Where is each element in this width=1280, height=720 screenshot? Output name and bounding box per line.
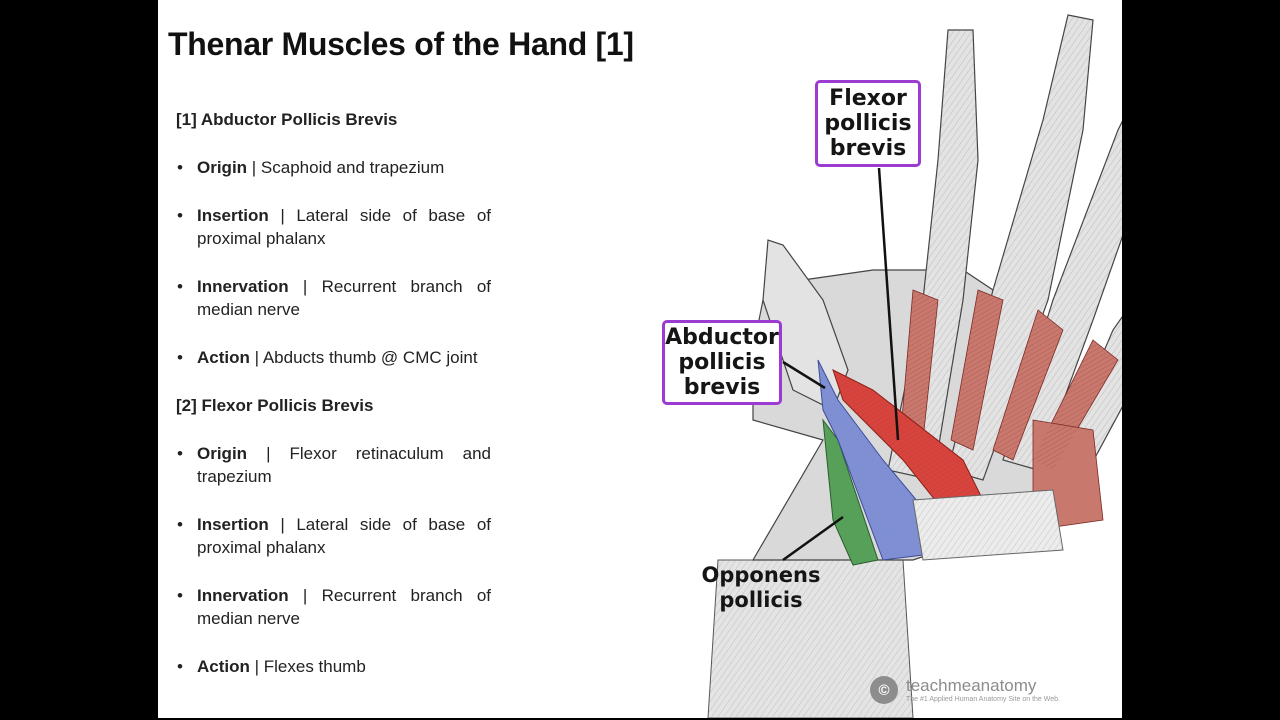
list-item: Action | Flexes thumb bbox=[176, 655, 491, 678]
list-item: Insertion | Lateral side of base of prox… bbox=[176, 513, 491, 559]
section-heading-abductor: [1] Abductor Pollicis Brevis bbox=[176, 110, 398, 129]
abductor-list: Origin | Scaphoid and trapezium Insertio… bbox=[176, 156, 491, 369]
label-line: brevis bbox=[683, 375, 761, 400]
label-line: Opponens bbox=[701, 563, 821, 587]
item-term: Innervation bbox=[197, 277, 289, 296]
list-item: Origin | Flexor retinaculum and trapeziu… bbox=[176, 442, 491, 488]
watermark-text: teachmeanatomy The #1 Applied Human Anat… bbox=[906, 675, 1060, 704]
item-term: Origin bbox=[197, 158, 248, 177]
list-item: Insertion | Lateral side of base of prox… bbox=[176, 204, 491, 250]
list-item: Innervation | Recurrent branch of median… bbox=[176, 275, 491, 321]
thumb bbox=[762, 239, 849, 411]
item-text: | Recurrent branch of median nerve bbox=[197, 586, 491, 628]
label-line: brevis bbox=[829, 136, 907, 161]
label-flexor-pollicis-brevis: Flexor pollicis brevis bbox=[815, 80, 921, 167]
list-item: Innervation | Recurrent branch of median… bbox=[176, 584, 491, 630]
item-text: | Lateral side of base of proximal phala… bbox=[197, 206, 491, 248]
label-abductor-pollicis-brevis: Abductor pollicis brevis bbox=[662, 320, 782, 405]
watermark: © teachmeanatomy The #1 Applied Human An… bbox=[870, 676, 1060, 704]
label-line: pollicis bbox=[678, 350, 766, 375]
apb-pointer-line bbox=[782, 360, 826, 390]
item-term: Action bbox=[197, 348, 250, 367]
slide-title: Thenar Muscles of the Hand [1] bbox=[168, 26, 634, 62]
list-item: Origin | Scaphoid and trapezium bbox=[176, 156, 491, 179]
op-pointer-line bbox=[782, 515, 844, 562]
flexor-list: Origin | Flexor retinaculum and trapeziu… bbox=[176, 442, 491, 678]
item-term: Insertion bbox=[197, 206, 269, 225]
item-text: | Abducts thumb @ CMC joint bbox=[249, 348, 478, 367]
item-text: | Recurrent branch of median nerve bbox=[197, 277, 491, 319]
watermark-tagline: The #1 Applied Human Anatomy Site on the… bbox=[906, 695, 1060, 703]
label-line: pollicis bbox=[719, 588, 803, 612]
teachmeanatomy-logo-icon: © bbox=[870, 676, 898, 704]
opponens-pollicis-muscle bbox=[822, 418, 879, 566]
item-text: | Flexor retinaculum and trapezium bbox=[197, 444, 491, 486]
section-heading-flexor: [2] Flexor Pollicis Brevis bbox=[176, 396, 374, 415]
item-term: Insertion bbox=[197, 515, 269, 534]
item-text: | Flexes thumb bbox=[249, 657, 366, 676]
list-item: Action | Abducts thumb @ CMC joint bbox=[176, 346, 491, 369]
label-line: pollicis bbox=[824, 111, 912, 136]
notes-panel: [1] Abductor Pollicis Brevis Origin | Sc… bbox=[176, 108, 491, 703]
hand-drawing bbox=[707, 14, 1122, 718]
item-text: | Scaphoid and trapezium bbox=[247, 158, 445, 177]
label-line: Abductor bbox=[665, 325, 779, 350]
label-line: Flexor bbox=[829, 86, 907, 111]
item-text: | Lateral side of base of proximal phala… bbox=[197, 515, 491, 557]
hand-illustration: Flexor pollicis brevis Abductor pollicis… bbox=[493, 0, 1122, 718]
item-term: Action bbox=[197, 657, 250, 676]
item-term: Innervation bbox=[197, 586, 289, 605]
fpb-pointer-line bbox=[877, 167, 900, 441]
slide: Thenar Muscles of the Hand [1] [1] Abduc… bbox=[158, 0, 1122, 718]
watermark-name: teachmeanatomy bbox=[906, 675, 1037, 695]
label-opponens-pollicis: Opponens pollicis bbox=[693, 563, 829, 613]
item-term: Origin bbox=[197, 444, 248, 463]
